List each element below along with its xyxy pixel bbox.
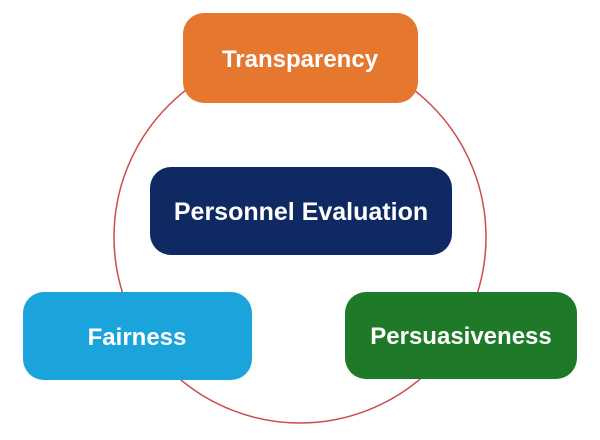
node-persuasiveness-label: Persuasiveness xyxy=(370,323,551,350)
node-fairness-shape[interactable] xyxy=(23,292,252,380)
node-transparency-shape[interactable] xyxy=(183,13,418,103)
node-personnel-evaluation-label: Personnel Evaluation xyxy=(174,198,428,226)
node-fairness[interactable]: Fairness xyxy=(23,292,252,380)
node-fairness-label: Fairness xyxy=(88,324,187,351)
node-personnel-evaluation[interactable]: Personnel Evaluation xyxy=(150,167,452,255)
node-personnel-evaluation-shape[interactable] xyxy=(150,167,452,255)
node-transparency[interactable]: Transparency xyxy=(183,13,418,103)
node-persuasiveness[interactable]: Persuasiveness xyxy=(345,292,577,379)
node-persuasiveness-shape[interactable] xyxy=(345,292,577,379)
node-transparency-label: Transparency xyxy=(222,46,379,73)
